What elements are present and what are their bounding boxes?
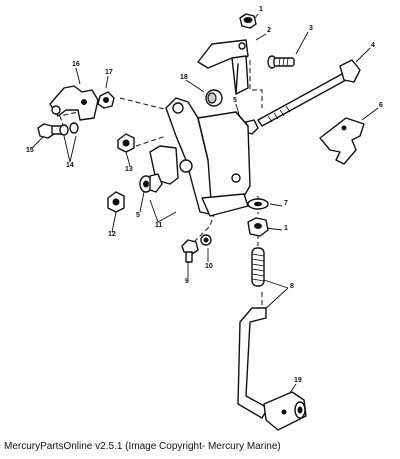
callout-16: 16 [72, 61, 80, 68]
callout-8: 8 [290, 283, 294, 290]
callout-12: 12 [108, 231, 116, 238]
callout-2: 2 [267, 27, 271, 34]
nut-12 [107, 191, 125, 213]
callout-11: 11 [155, 222, 163, 229]
callout-14: 14 [66, 162, 74, 169]
screw [267, 55, 295, 69]
callout-17: 17 [105, 69, 113, 76]
threaded-rod [257, 59, 361, 127]
cable-bracket [49, 85, 99, 121]
shift-lever [237, 307, 307, 431]
washer-nut-lower [139, 173, 163, 193]
spring-rod [251, 247, 265, 287]
callout-5-upper: 5 [233, 97, 237, 104]
bolt-9 [181, 234, 212, 263]
callout-9: 9 [185, 278, 189, 285]
callout-1-lower: 1 [284, 225, 288, 232]
callout-13: 13 [125, 166, 133, 173]
callout-15: 15 [26, 147, 34, 154]
callout-4: 4 [371, 42, 375, 49]
spacer [205, 89, 223, 107]
upper-bracket [197, 39, 249, 95]
callout-19: 19 [294, 377, 302, 384]
leader-lines [31, 13, 379, 397]
bolt-washers [37, 122, 79, 139]
washer-7 [247, 198, 269, 210]
nut-lower [247, 217, 269, 237]
callout-1-top: 1 [259, 6, 263, 13]
callout-5-lower: 5 [136, 212, 140, 219]
nut-17 [97, 91, 115, 109]
callout-10: 10 [205, 263, 213, 270]
nut-13 [117, 133, 135, 153]
bracket-clip [319, 117, 365, 165]
main-bracket [149, 97, 251, 217]
copyright-footer: MercuryPartsOnline v2.5.1 (Image Copyrig… [4, 441, 281, 452]
callout-7: 7 [284, 200, 288, 207]
callout-3: 3 [309, 25, 313, 32]
callout-6: 6 [379, 102, 383, 109]
top-nut [239, 13, 257, 29]
callout-18: 18 [180, 74, 188, 81]
